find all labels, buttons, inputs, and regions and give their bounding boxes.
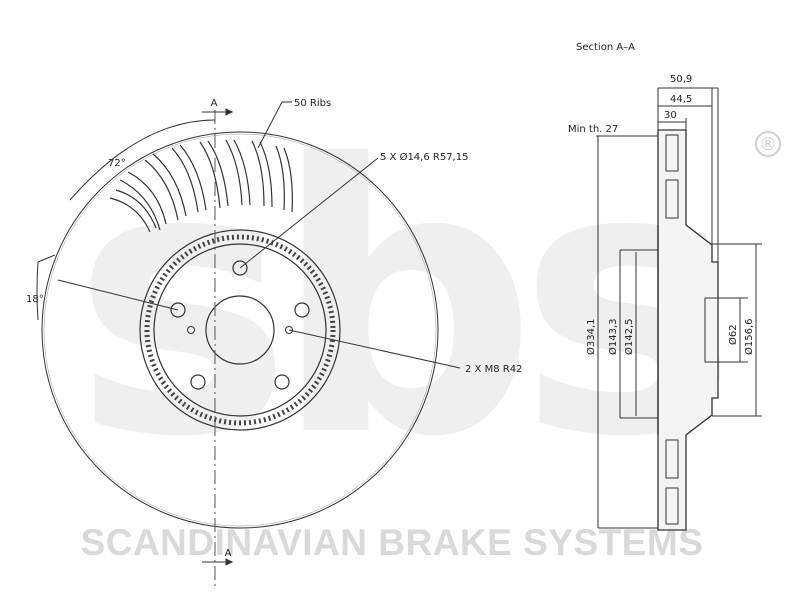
section-profile [657,129,719,531]
dia-62-label: Ø62 [727,324,739,345]
bolt-holes-leader [239,157,379,269]
threaded-holes-label: 2 X M8 R42 [465,364,522,375]
registered-mark: ® [759,134,777,155]
bolt-hole [274,374,290,390]
bolt-holes-label: 5 X Ø14,6 R57,15 [380,151,468,163]
bolt-hole [190,374,206,390]
ribs-leader [257,101,283,149]
hub-bore [704,297,719,363]
center-bore [205,295,275,365]
registered-mark-ring [755,131,781,157]
dia-156-label: Ø156,6 [743,319,755,356]
ventilation-ribs [109,139,293,233]
bolt-hole [232,260,248,276]
disc-inner-friction-edge [43,133,437,527]
section-arrow-bottom-head [225,558,234,566]
bolt-hole [170,302,186,318]
ribs-label: 50 Ribs [294,98,331,109]
threaded-hole [285,326,293,334]
dia-334-label: Ø334,1 [585,319,597,356]
watermark: sbs SCANDINAVIAN BRAKE SYSTEMS ® [72,88,781,563]
vent-channel [665,487,679,525]
min-thickness-label: Min th. 27 [568,124,618,135]
threaded-hole [187,326,195,334]
threaded-holes-leader [288,329,461,369]
angle-18-ext [37,254,56,263]
watermark-company: SCANDINAVIAN BRAKE SYSTEMS [81,522,704,563]
dia-143-label: Ø143,3 [607,319,619,356]
dim-50-9: 50,9 [670,74,692,85]
dim-44-5: 44,5 [670,94,692,105]
hat-serrated-ring [144,234,336,426]
hat-inner-ring [153,243,327,417]
dia-142-label: Ø142,5 [623,319,635,356]
angle-18-arc [36,261,39,321]
vent-channel [665,134,679,172]
dim-30: 30 [664,110,677,121]
angle-18-label: 18° [26,294,44,305]
angle-72-arc [69,119,216,201]
vent-channel [665,439,679,479]
bolt-hole [294,302,310,318]
vent-channel [665,179,679,219]
disc-outer-edge [41,131,439,529]
section-marker-bottom: A [225,548,232,559]
angle-72-label: 72° [108,158,126,169]
front-view [36,101,461,590]
bolt-holes-leader-2 [57,279,179,311]
section-marker-top: A [211,98,218,109]
bolt-holes [170,260,310,390]
section-arrow-top-head [225,108,234,116]
section-view [596,87,762,531]
section-title: Section A–A [576,42,635,53]
hat-outer-ring [139,229,341,431]
watermark-logo: sbs [72,88,725,518]
